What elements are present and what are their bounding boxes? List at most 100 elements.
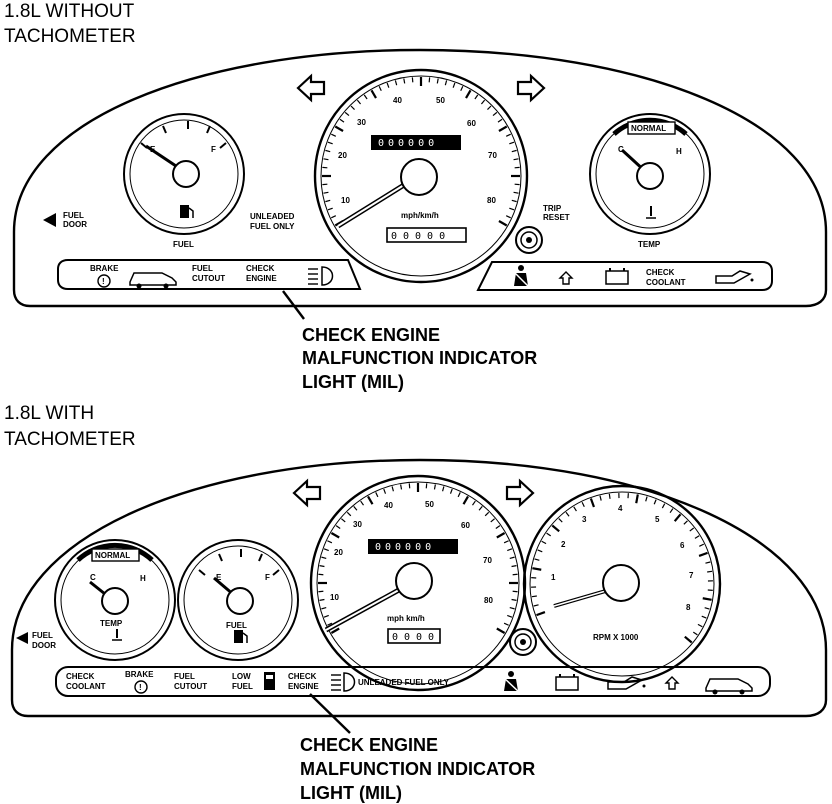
bottom-callout-line1: CHECK ENGINE [300,735,438,755]
speedo-tick-mark [474,94,479,100]
tacho-tick-mark [661,503,666,509]
top-fuel-gauge: E F FUEL [123,113,245,249]
top-speedometer: 10 20 30 40 50 60 70 80 000000 mph/km/h … [313,68,529,284]
speedo-tick-mark [509,607,515,610]
speedo-tick-mark [327,540,333,544]
speedo-tick-mark [511,565,517,568]
top-callout-line1: CHECK ENGINE [302,325,440,345]
tacho-tick-mark [551,524,560,533]
top-speedo-tick-60: 60 [467,119,476,128]
speedo-tick-mark [507,614,513,618]
top-warning-strip-right [476,261,773,291]
top-trip-reset-line1: TRIP [543,204,562,213]
bottom-trip-odometer: 0000 [392,632,440,643]
tacho-tick-mark [531,595,537,598]
speedo-tick-mark [346,511,352,517]
bottom-fuel-cutout-line2: CUTOUT [174,682,207,691]
tacho-tick-mark [684,635,693,644]
speedo-tick-mark [323,191,329,194]
speedo-tick-mark [511,598,517,601]
tacho-tick-5: 5 [655,515,660,524]
speedo-tick-mark [465,89,472,99]
speedo-tick-mark [327,622,333,626]
bottom-oil-can-icon [607,676,646,690]
top-speedo-tick-80: 80 [487,196,496,205]
tacho-tick-mark [541,540,547,545]
thermometer-icon [646,206,656,219]
bottom-fuel-empty-label: E [216,573,222,582]
tacho-tick-mark [608,493,611,499]
tacho-tick-6: 6 [680,541,685,550]
bottom-temp-hot-label: H [140,574,146,583]
top-temp-normal-band: NORMAL [631,124,666,133]
speedo-tick-mark [323,158,329,161]
speedo-tick-mark [471,500,476,506]
bottom-fuel-gauge-label: FUEL [226,621,247,630]
bottom-battery-icon [555,674,579,691]
bottom-callout-leader [309,693,351,734]
bottom-fuel-cutout-line1: FUEL [174,672,195,681]
bottom-temp-cold-label: C [90,573,96,582]
speedo-tick-mark [323,614,329,618]
speedo-tick-mark [334,125,344,132]
speedo-tick-mark [507,548,513,552]
speedo-tick-mark [462,495,469,505]
bottom-trip-window [387,628,441,644]
speedo-tick-mark [331,133,337,137]
bottom-title-line1: 1.8L WITH [4,403,94,424]
bottom-fuel-gauge: E F FUEL [177,539,299,661]
top-odometer-window [371,135,461,150]
speedo-tick-mark [386,82,390,88]
bottom-check-coolant-line2: COOLANT [66,682,106,691]
svg-text:!: ! [139,683,142,692]
tacho-tick-8: 8 [686,603,691,612]
tacho-tick-mark [589,498,595,508]
oil-can-icon [715,270,754,284]
top-trip-odometer: 00000 [391,231,451,242]
tacho-tick-4: 4 [618,504,623,513]
top-odometer: 000000 [378,138,438,149]
speedo-tick-mark [356,99,362,105]
headlight-icon [308,266,334,286]
speedo-tick-mark [495,525,501,530]
speedo-tick-mark [403,78,406,84]
bottom-upshift-arrow-icon [664,676,680,690]
tacho-tick-mark [694,535,700,539]
tacho-tick-7: 7 [689,571,694,580]
tacho-tick-mark [701,615,707,619]
top-speedo-tick-20: 20 [338,151,347,160]
bottom-trip-reset-button[interactable] [509,628,537,656]
tacho-tick-mark [705,561,711,564]
speedo-tick-mark [444,80,448,86]
upshift-arrow-icon [558,271,574,285]
bottom-speed-unit: mph km/h [387,614,425,623]
speedo-tick-mark [394,80,398,86]
bottom-temp-normal-band: NORMAL [95,551,130,560]
top-speedo-tick-70: 70 [488,151,497,160]
tacho-tick-2: 2 [561,540,566,549]
speedo-tick-mark [496,627,506,634]
tacho-tick-mark [698,551,708,557]
top-unleaded-line1: UNLEADED [250,212,295,221]
speedo-tick-mark [509,556,515,559]
bottom-brake-label: BRAKE [125,670,154,679]
bottom-cluster-housing [10,458,828,718]
speedo-tick-mark [341,518,346,523]
speedo-tick-mark [325,199,331,203]
bottom-speedo-tick-40: 40 [384,501,393,510]
speedo-tick-mark [367,495,374,505]
top-trip-reset-button[interactable] [515,226,543,254]
speedo-tick-mark [505,215,511,219]
top-temp-hot-label: H [676,147,682,156]
tacho-tick-mark [707,570,713,573]
tacho-tick-mark [573,506,577,512]
bottom-brake-warning-icon: ! [134,680,148,694]
tacho-tick-mark [581,501,585,507]
top-fuel-door-line2: DOOR [63,220,87,229]
tacho-tick-mark [635,494,639,504]
tacho-tick-mark [683,520,688,525]
top-check-coolant-line1: CHECK [646,268,675,277]
bottom-speedo-tick-30: 30 [353,520,362,529]
speedo-tick-mark [327,141,333,145]
